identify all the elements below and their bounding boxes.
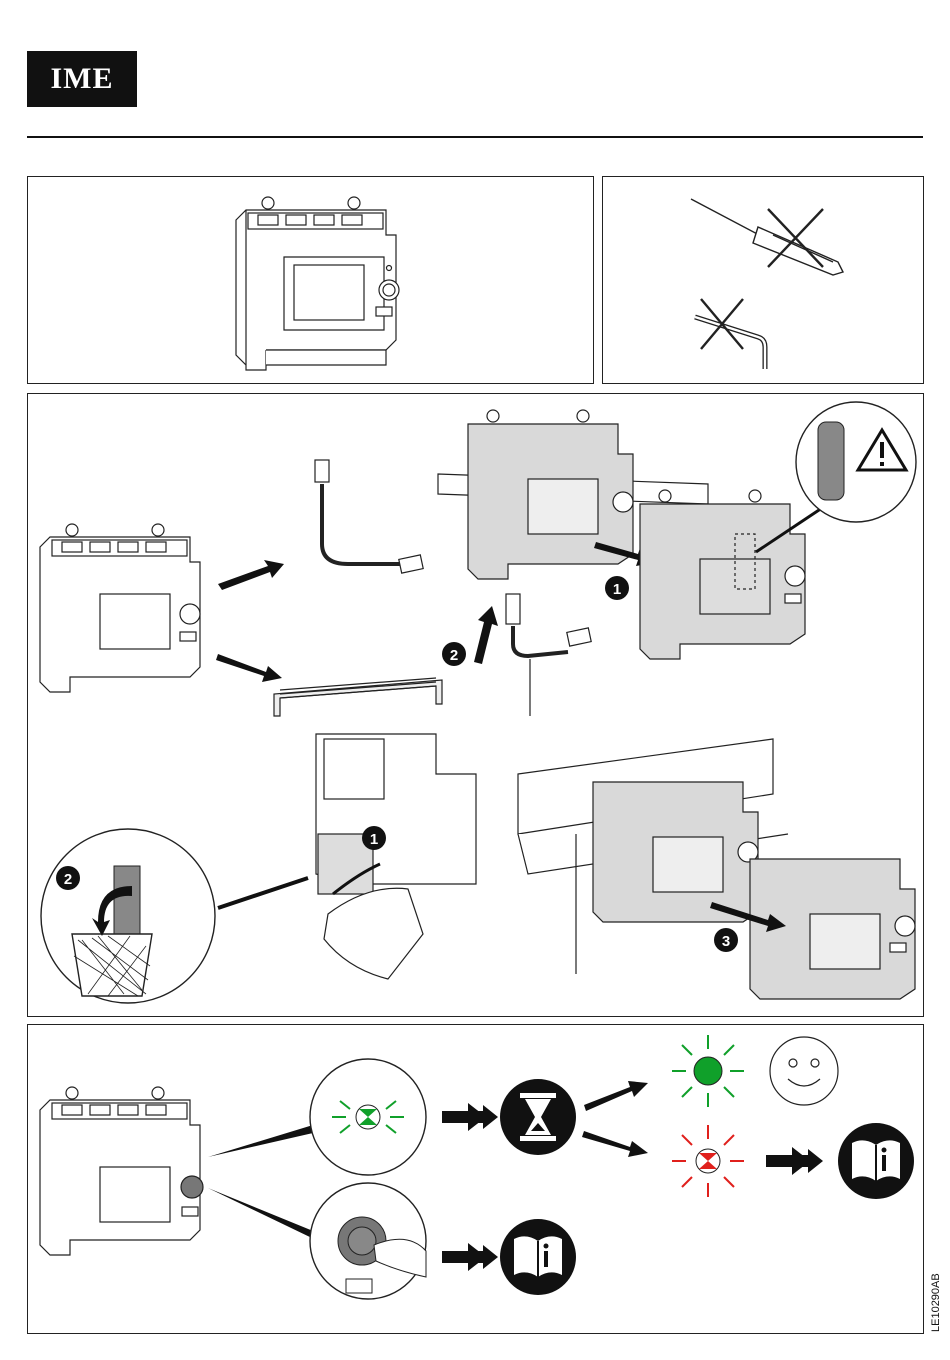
trash-detail xyxy=(41,829,308,1003)
hand-illustration xyxy=(324,888,423,979)
instruction-manual-icon xyxy=(500,1219,576,1295)
arrow-insert-connector xyxy=(474,606,498,664)
hex-key-crossed-icon xyxy=(603,177,925,385)
step-badge-remove-1-label: 1 xyxy=(370,831,378,848)
arrow-to-connector xyxy=(218,560,284,590)
step-badge-install-1-label: 1 xyxy=(613,581,621,598)
step-badge-install-2-label: 2 xyxy=(450,647,458,664)
smiley-face-icon xyxy=(770,1037,838,1105)
button-press-zoom xyxy=(310,1183,426,1299)
brand-logo: IME xyxy=(27,51,137,107)
hourglass-icon xyxy=(500,1079,576,1155)
panel-device-overview xyxy=(27,176,594,384)
installation-illustration: 1 2 1 2 3 xyxy=(28,394,925,1018)
instruction-manual-icon-2 xyxy=(838,1123,914,1199)
panel-led-status xyxy=(27,1024,924,1334)
led-red-error xyxy=(672,1125,744,1197)
document-code: LE10290AB xyxy=(930,1268,944,1332)
step-badge-rail-3-label: 3 xyxy=(722,933,730,950)
led-status-illustration xyxy=(28,1025,925,1335)
header-rule xyxy=(27,136,923,138)
led-zoom-green-red xyxy=(310,1059,426,1175)
led-green-solid xyxy=(672,1035,744,1107)
arrow-to-rail-cover xyxy=(216,654,282,682)
meter-device-illustration xyxy=(28,177,595,385)
panel-tools-forbidden xyxy=(602,176,924,384)
panel-installation: 1 2 1 2 3 xyxy=(27,393,924,1017)
document-code-label: LE10290AB xyxy=(930,1273,942,1332)
step-badge-remove-2-label: 2 xyxy=(64,871,72,888)
